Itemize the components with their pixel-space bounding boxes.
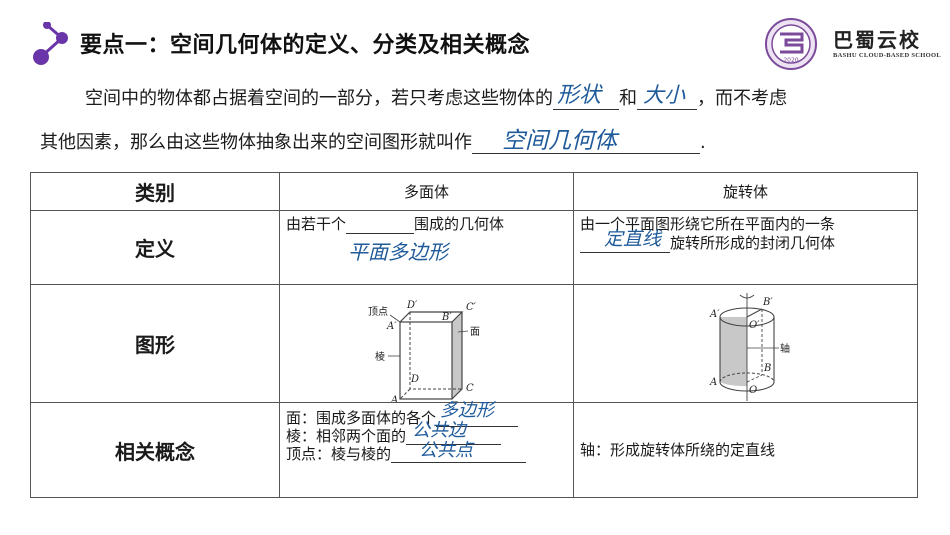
svg-text:A′: A′ — [709, 309, 720, 320]
polyhedron-concepts-cell: 面：围成多面体的各个多边形 棱：相邻两个面的公共边 顶点：棱与棱的公共点 — [279, 402, 574, 498]
svg-text:轴: 轴 — [780, 342, 790, 355]
svg-text:O′: O′ — [749, 320, 760, 331]
svg-text:2020: 2020 — [783, 57, 798, 64]
svg-text:C′: C′ — [466, 302, 477, 313]
answer-blank — [346, 217, 415, 234]
logo-name-en: BASHU CLOUD-BASED SCHOOL — [833, 52, 941, 59]
column-header-solid-of-revolution: 旋转体 — [573, 172, 918, 211]
table-header-row: 类别 多面体 旋转体 — [30, 172, 918, 211]
school-emblem-icon: 2020 — [765, 18, 817, 70]
svg-text:A′: A′ — [386, 321, 397, 332]
handwritten-answer: 平面多边形 — [348, 240, 448, 264]
definition-text: 围成的几何体 — [414, 215, 505, 233]
svg-text:A: A — [390, 395, 398, 402]
cuboid-diagram: D′ C′ B′ A′ D C B A 顶点 棱 面 — [368, 300, 480, 412]
handwritten-answer: 公共点 — [419, 440, 474, 461]
svg-text:C: C — [466, 383, 474, 394]
answer-blank-shape: 形状 — [553, 83, 619, 110]
page-title: 要点一：空间几何体的定义、分类及相关概念 — [80, 33, 531, 58]
rotation-figure-cell: A′ B′ O′ A B O 轴 — [573, 284, 918, 403]
svg-text:D′: D′ — [406, 300, 418, 311]
answer-blank: 公共点 — [391, 442, 527, 463]
concept-table: 类别 多面体 旋转体 定义 由若干个 围成的几何体 平面多边形 由一个平面图形绕它… — [30, 172, 918, 498]
concept-face: 面：围成多面体的各个多边形 — [286, 402, 567, 427]
molecule-icon — [33, 22, 68, 65]
intro-text: ，而不考虑 — [697, 88, 787, 109]
definition-text: 旋转所形成的封闭几何体 — [670, 234, 836, 252]
answer-blank-size: 大小 — [637, 83, 697, 110]
svg-text:A: A — [709, 377, 717, 388]
svg-text:棱: 棱 — [375, 350, 385, 363]
intro-line-1: 空间中的物体都占据着空间的一部分，若只考虑这些物体的形状和大小 ，而不考虑 — [85, 83, 787, 110]
intro-text: . — [700, 132, 706, 153]
svg-text:顶点: 顶点 — [368, 306, 388, 318]
svg-text:B′: B′ — [441, 312, 452, 323]
rotation-definition-cell: 由一个平面图形绕它所在平面内的一条 定直线旋转所形成的封闭几何体 — [573, 210, 918, 285]
definition-text: 由若干个 — [286, 215, 347, 233]
definition-text: 由一个平面图形绕它所在平面内的一条 — [580, 215, 836, 233]
row-label-related-concepts: 相关概念 — [30, 402, 280, 498]
handwritten-answer: 多边形 — [440, 400, 495, 421]
svg-text:B′: B′ — [762, 297, 773, 308]
rotation-concepts-cell: 轴：形成旋转体所绕的定直线 — [573, 402, 918, 498]
handwritten-answer: 公共边 — [412, 420, 467, 441]
handwritten-answer: 定直线 — [604, 228, 662, 250]
cylinder-diagram: A′ B′ O′ A B O 轴 — [709, 293, 790, 401]
intro-text: 空间中的物体都占据着空间的一部分，若只考虑这些物体的 — [85, 88, 553, 109]
table-row-related-concepts: 相关概念 面：围成多面体的各个多边形 棱：相邻两个面的公共边 顶点：棱与棱的公共… — [30, 402, 918, 498]
answer-blank: 定直线 — [580, 230, 670, 253]
polyhedron-figure-cell: D′ C′ B′ A′ D C B A 顶点 棱 面 — [279, 284, 574, 412]
polyhedron-definition-cell: 由若干个 围成的几何体 平面多边形 — [279, 210, 574, 285]
concept-axis: 轴：形成旋转体所绕的定直线 — [580, 440, 776, 459]
intro-text: 其他因素，那么由这些物体抽象出来的空间图形就叫作 — [40, 132, 472, 153]
svg-text:B: B — [763, 363, 771, 374]
table-row-definition: 定义 由若干个 围成的几何体 平面多边形 由一个平面图形绕它所在平面内的一条 定直… — [30, 210, 918, 285]
svg-text:面: 面 — [470, 327, 480, 338]
answer-blank: 多边形 — [436, 402, 519, 427]
intro-line-2: 其他因素，那么由这些物体抽象出来的空间图形就叫作 空间几何体. — [40, 128, 706, 154]
intro-text: 和 — [619, 88, 637, 109]
school-logo: 2020 巴蜀云校 BASHU CLOUD-BASED SCHOOL — [765, 18, 945, 70]
row-label-definition: 定义 — [30, 210, 280, 285]
svg-text:D: D — [410, 374, 419, 385]
answer-blank-term: 空间几何体 — [472, 128, 700, 154]
column-header-polyhedron: 多面体 — [279, 172, 574, 211]
table-row-figure: 图形 D′ C′ B′ A′ D C B A — [30, 284, 918, 412]
row-label-category: 类别 — [30, 172, 280, 211]
handwritten-answer: 形状 — [557, 83, 602, 108]
concept-vertex: 顶点：棱与棱的公共点 — [286, 442, 567, 463]
row-label-figure: 图形 — [30, 284, 280, 403]
concept-edge: 棱：相邻两个面的公共边 — [286, 422, 567, 445]
logo-name-cn: 巴蜀云校 — [833, 28, 921, 52]
svg-text:O: O — [749, 385, 757, 396]
handwritten-answer: 大小 — [643, 83, 685, 107]
handwritten-answer: 空间几何体 — [502, 128, 617, 154]
answer-blank: 公共边 — [406, 422, 502, 445]
